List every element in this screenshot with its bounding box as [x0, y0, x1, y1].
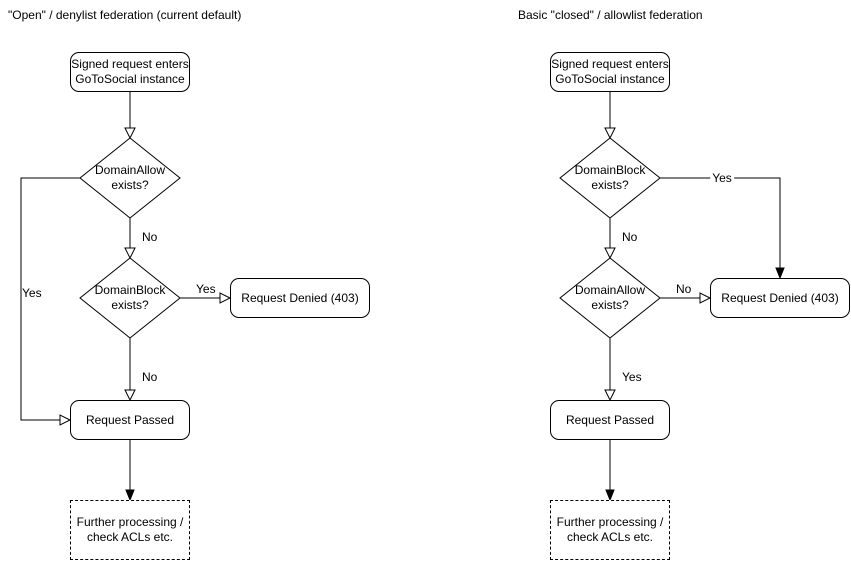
- decision1-diamond-right: [559, 137, 661, 219]
- open-arrowhead-icon: [59, 414, 72, 426]
- edge-label-decision2-no-right: No: [676, 282, 692, 296]
- diagram-title-right: Basic "closed" / allowlist federation: [518, 8, 703, 22]
- edge-label-decision1-no-right: No: [622, 230, 638, 244]
- solid-arrowhead-icon: [775, 267, 785, 280]
- decision1-label-left: DomainAllow exists?: [94, 163, 166, 192]
- edge-decision1-yes-to-passed-left: [20, 177, 80, 421]
- decision1-label-right: DomainBlock exists?: [574, 163, 646, 192]
- open-arrowhead-icon: [124, 389, 136, 402]
- edge-decision1-yes-to-denied-right: [660, 177, 781, 269]
- request-denied-node-right: Request Denied (403): [710, 278, 850, 318]
- further-processing-node-left: Further processing / check ACLs etc.: [70, 500, 190, 560]
- request-passed-node-left: Request Passed: [70, 400, 190, 440]
- edge-label-decision1-yes-right: Yes: [710, 171, 734, 185]
- decision2-diamond-right: [559, 257, 661, 339]
- edge-label-decision2-yes-right: Yes: [622, 370, 642, 384]
- open-arrowhead-icon: [699, 292, 712, 304]
- decision2-diamond-left: [79, 257, 181, 339]
- start-node-right: Signed request enters GoToSocial instanc…: [550, 52, 670, 92]
- edge-label-decision1-yes-left: Yes: [22, 286, 42, 300]
- open-arrowhead-icon: [604, 389, 616, 402]
- decision2-label-right: DomainAllow exists?: [574, 283, 646, 312]
- open-arrowhead-icon: [124, 247, 136, 260]
- solid-arrowhead-icon: [605, 489, 615, 502]
- request-denied-node-left: Request Denied (403): [230, 278, 370, 318]
- open-arrowhead-icon: [124, 127, 136, 140]
- open-arrowhead-icon: [219, 292, 232, 304]
- edge-label-decision1-no-left: No: [142, 230, 158, 244]
- open-arrowhead-icon: [604, 127, 616, 140]
- solid-arrowhead-icon: [125, 489, 135, 502]
- decision1-diamond-left: [79, 137, 181, 219]
- diagram-title-left: "Open" / denylist federation (current de…: [8, 8, 242, 22]
- request-passed-node-right: Request Passed: [550, 400, 670, 440]
- further-processing-node-right: Further processing / check ACLs etc.: [550, 500, 670, 560]
- decision2-label-left: DomainBlock exists?: [94, 283, 166, 312]
- edge-label-decision2-yes-left: Yes: [196, 282, 216, 296]
- open-arrowhead-icon: [604, 247, 616, 260]
- edge-label-decision2-no-left: No: [142, 370, 158, 384]
- start-node-left: Signed request enters GoToSocial instanc…: [70, 52, 190, 92]
